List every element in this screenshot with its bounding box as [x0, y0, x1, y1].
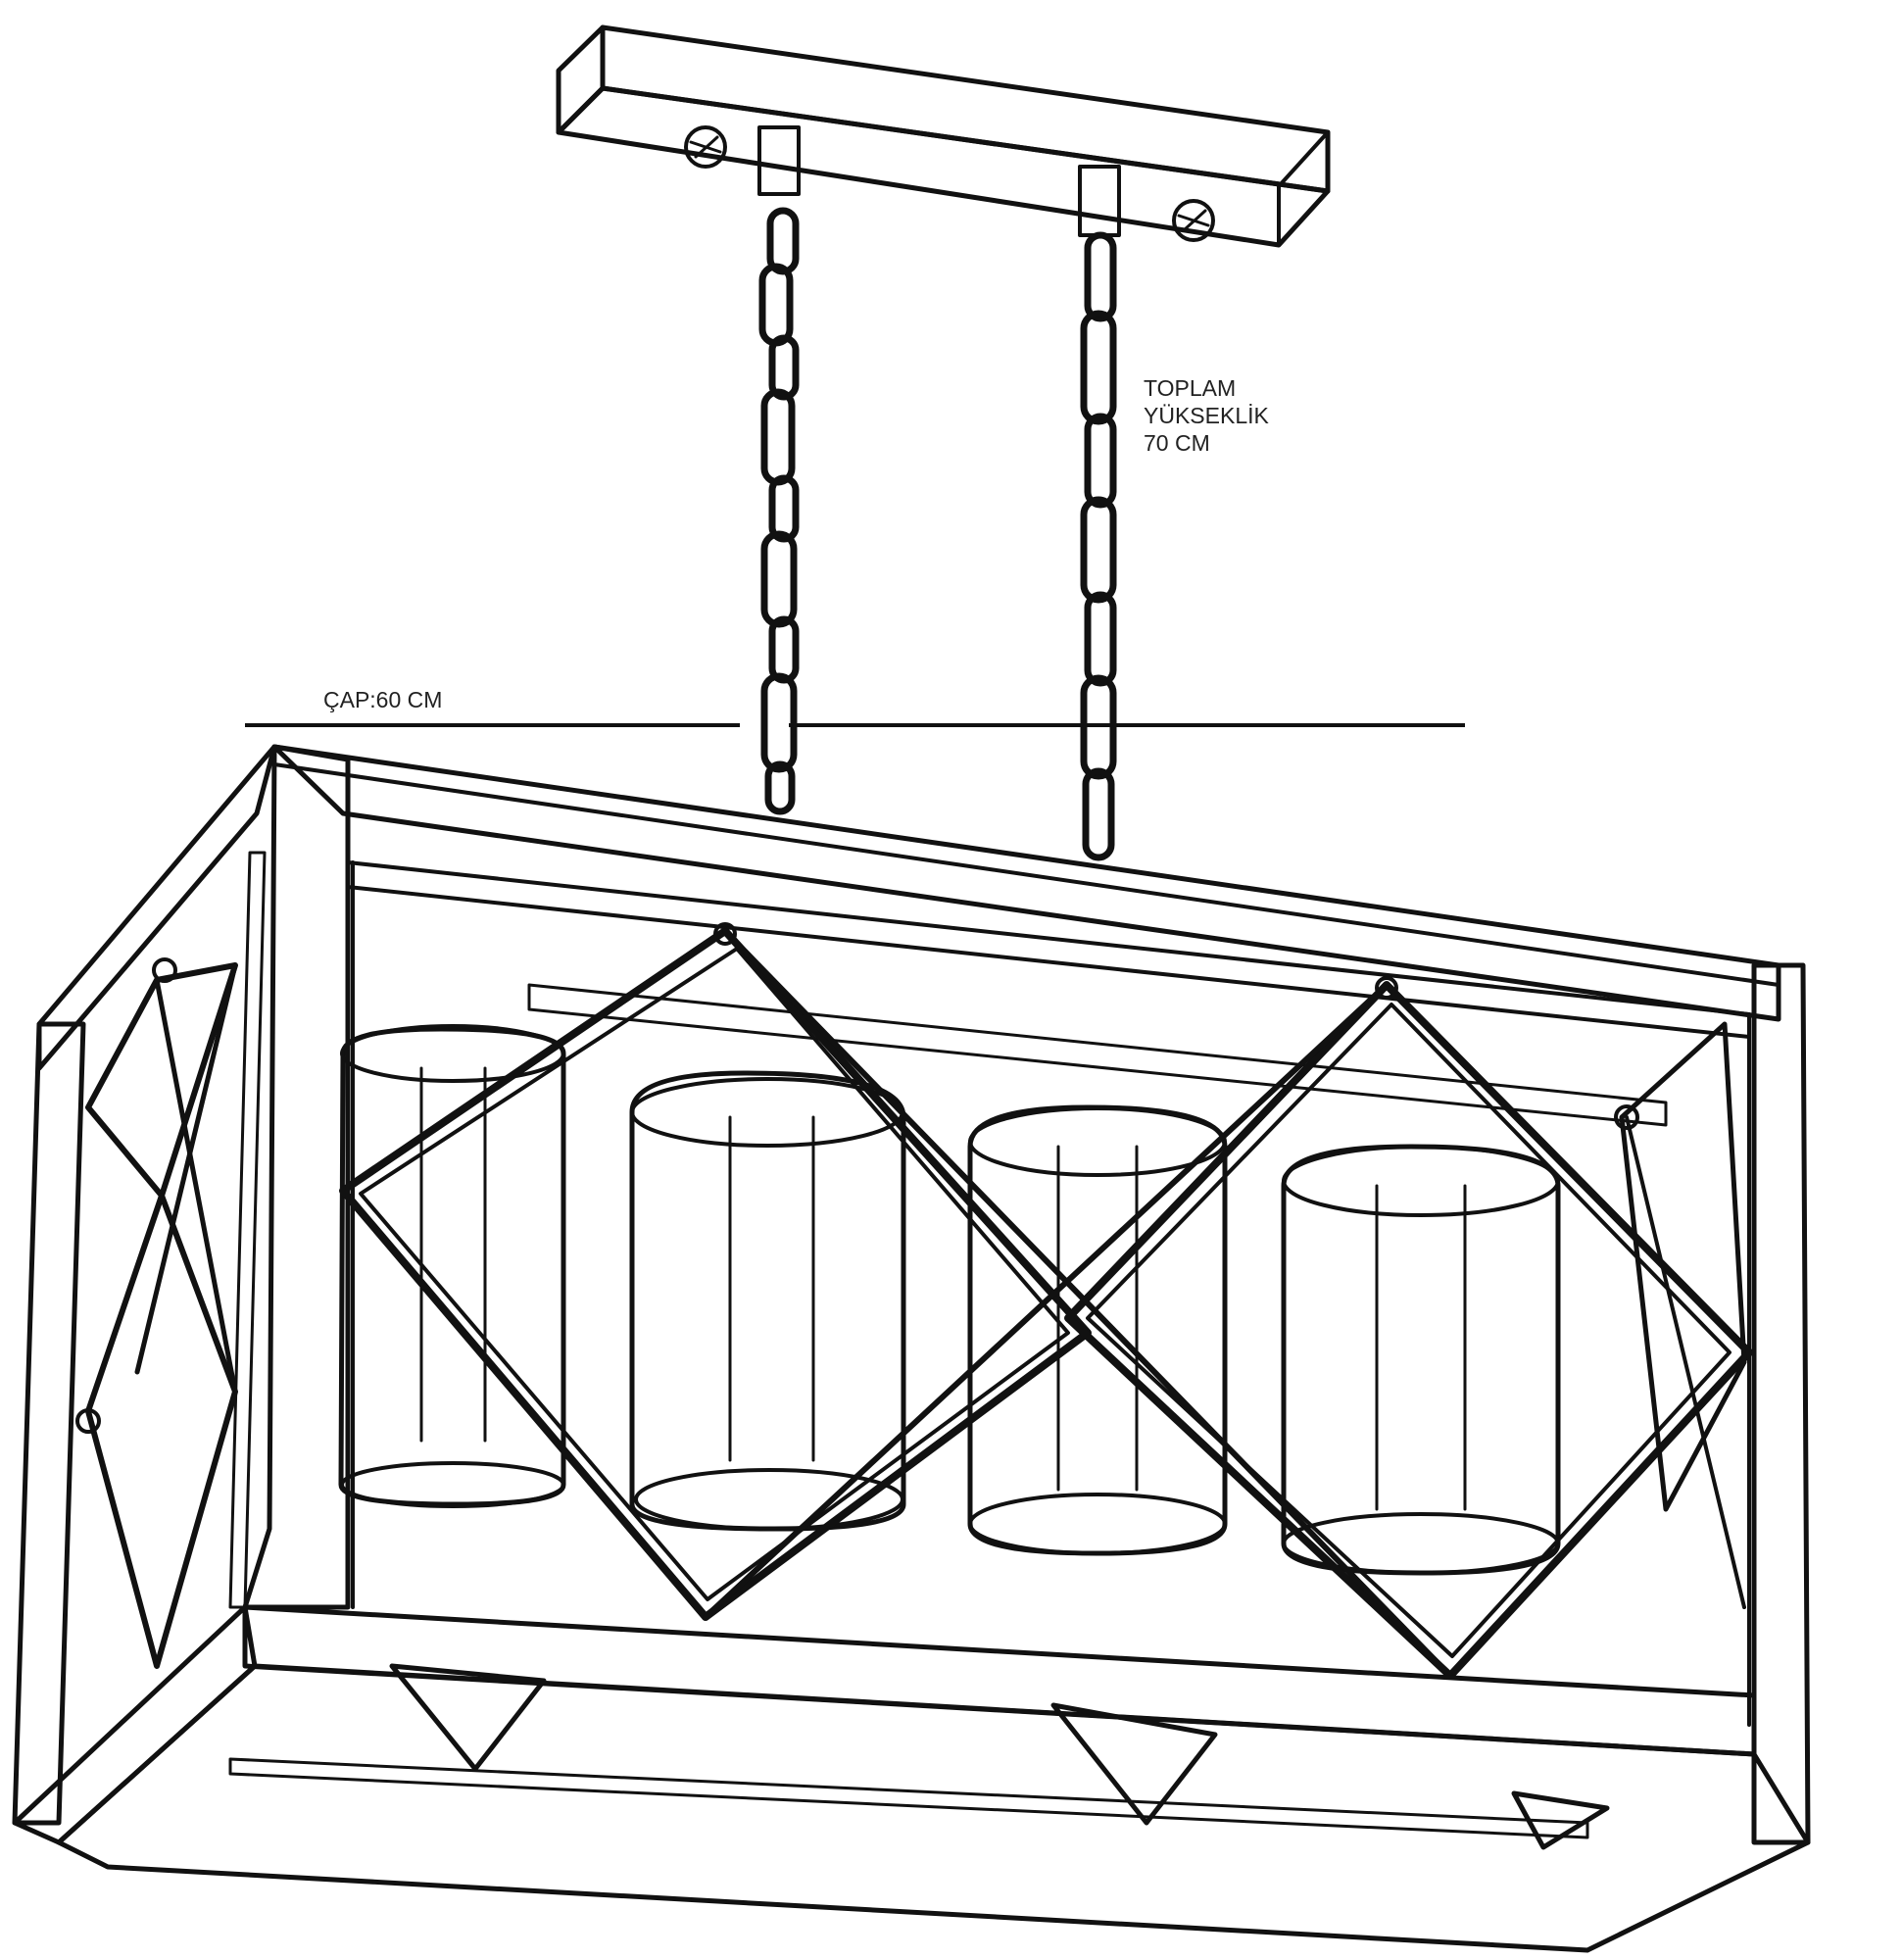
diamond-lattice — [339, 922, 1753, 1680]
glass-shade-1 — [338, 1024, 566, 1508]
glass-shade-2 — [629, 1070, 906, 1532]
height-annotation: TOPLAM YÜKSEKLİK 70 CM — [1144, 374, 1269, 457]
cage-back-frame — [272, 745, 1780, 1727]
diameter-label: ÇAP:60 CM — [323, 687, 443, 712]
cage-front-frame — [12, 744, 1811, 1953]
height-label-line-2: YÜKSEKLİK — [1144, 403, 1269, 428]
chain-left — [758, 207, 800, 815]
glass-shade-4 — [1281, 1144, 1561, 1576]
side-cross-panel-right — [1619, 1021, 1747, 1609]
side-cross-panel-left — [85, 962, 238, 1669]
canopy-screw-left — [684, 125, 727, 169]
ceiling-canopy — [556, 24, 1331, 248]
height-label-line-3: 70 CM — [1144, 430, 1210, 456]
canopy-screw-right — [1172, 199, 1215, 242]
glass-shade-3 — [967, 1104, 1228, 1556]
chain-right — [1080, 231, 1117, 861]
height-label-line-1: TOPLAM — [1144, 375, 1237, 401]
